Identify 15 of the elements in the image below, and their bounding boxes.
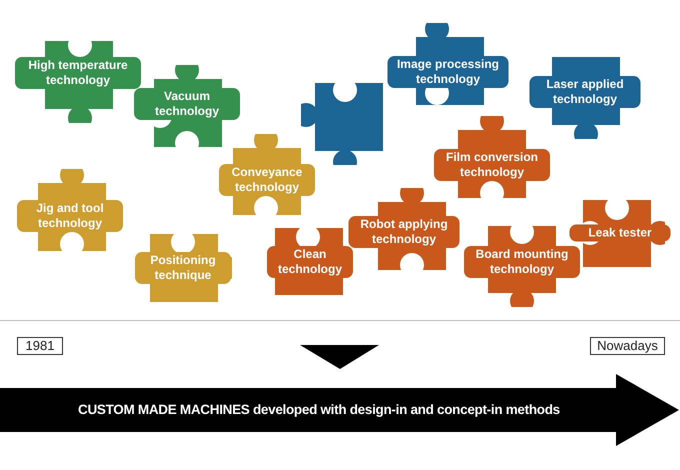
piece-label: Leak tester	[570, 224, 670, 242]
piece-label: Board mounting technology	[464, 246, 580, 278]
piece-label: Laser applied technology	[530, 76, 640, 108]
piece-label: Image processing technology	[388, 56, 508, 88]
piece-label: Vacuum technology	[134, 88, 240, 120]
piece-label: Conveyance technology	[219, 164, 315, 196]
year-tag: 1981	[17, 337, 63, 355]
piece-label: Positioning technique	[135, 252, 231, 284]
piece-label: Film conversion technology	[434, 149, 550, 181]
arrow-caption: CUSTOM MADE MACHINES developed with design-in and concept-in methods	[78, 401, 560, 419]
piece-label: Robot applying technology	[348, 216, 460, 248]
piece-label: Clean technology	[267, 246, 353, 278]
piece-label: Jig and tool technology	[17, 200, 123, 232]
piece-label: High temperature technology	[15, 57, 141, 89]
year-tag: Nowadays	[590, 337, 665, 355]
